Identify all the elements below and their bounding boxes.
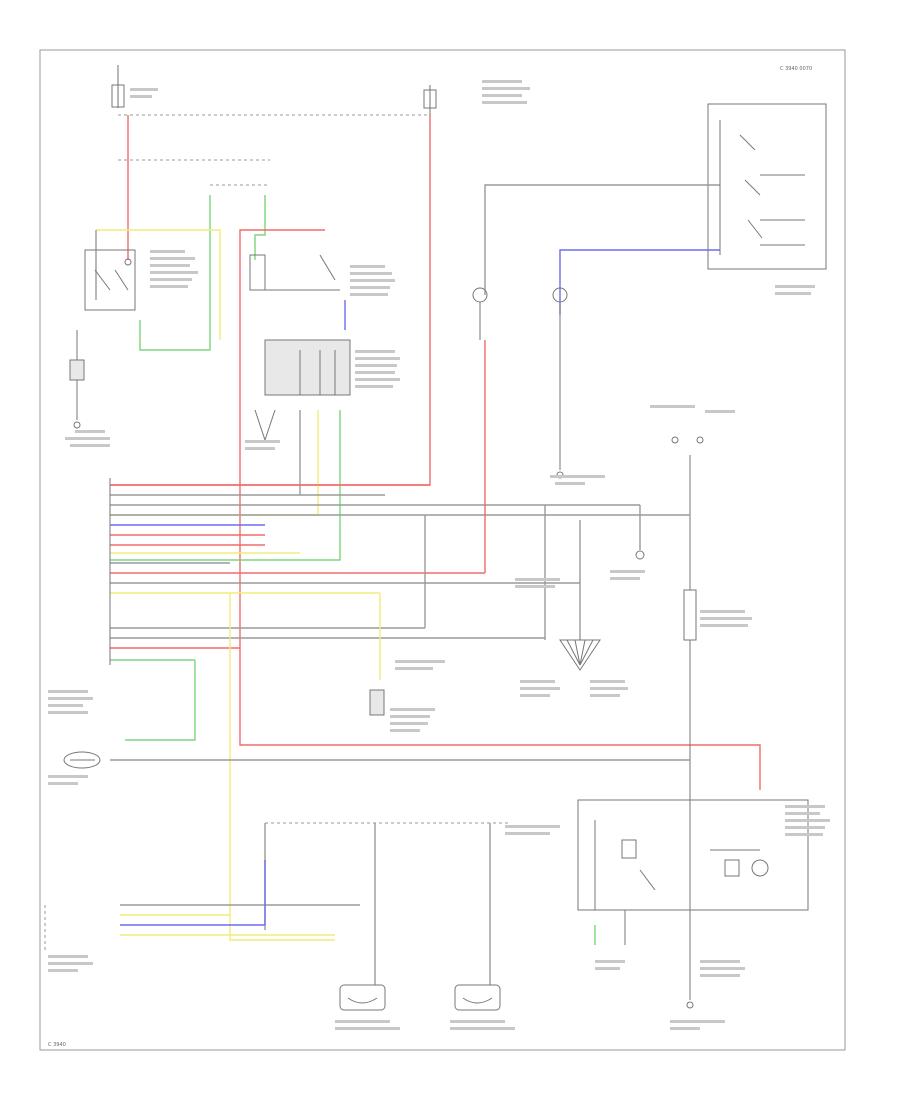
junction-connector [559,639,601,671]
right-brake-switch [454,984,501,1011]
speed-sensor [63,751,101,769]
footer-code: C 3940 [48,1042,66,1048]
cruise-control-actuator [249,254,351,442]
brake-switch-relay [69,249,136,429]
hot-at-all-times-feed [111,65,437,116]
green-relay-wire [254,195,266,260]
red-actuator-wire [239,229,761,790]
main-harness [109,478,640,665]
cruise-control-unit-connector [44,860,360,950]
cruise-control-relay [577,790,809,1009]
cruise-indicator-lamp [472,287,568,479]
left-brake-switch [339,984,386,1011]
vss-sensor [369,689,385,716]
blue-switch-wire [559,249,720,315]
component-labels [48,80,830,1030]
red-power-wire [110,115,431,486]
diagram-border [39,49,846,1051]
ignition-switch [640,436,704,790]
corner-code: C 3940 0070 [780,66,812,72]
cruise-main-switch [484,103,827,315]
